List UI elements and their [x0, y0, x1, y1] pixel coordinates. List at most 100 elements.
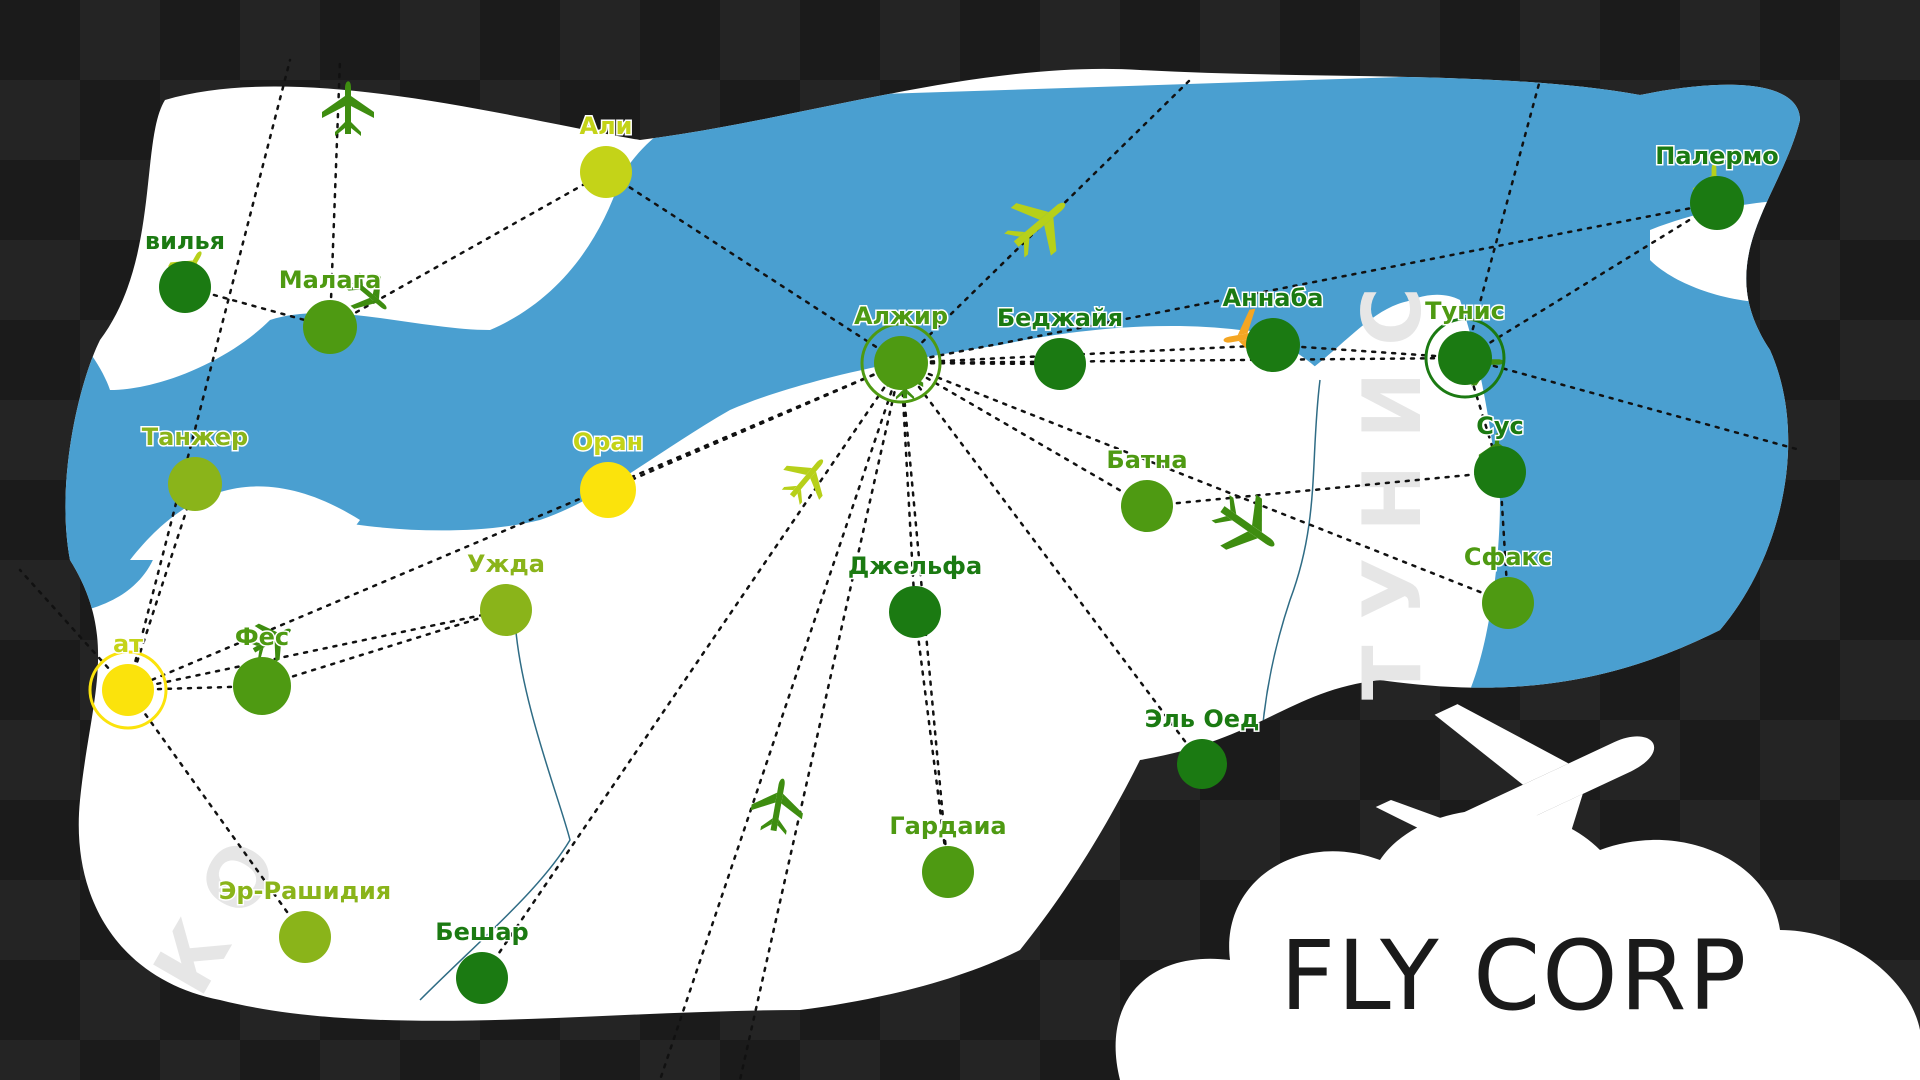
city-djelfa[interactable]: Джельфа [846, 551, 984, 638]
city-marker[interactable] [233, 657, 291, 715]
border-line [1259, 379, 1321, 781]
city-tunis[interactable]: Тунис [1424, 296, 1506, 399]
sea-area [65, 68, 1800, 700]
city-oran[interactable]: Оран [571, 427, 645, 518]
city-batna[interactable]: Батна [1105, 445, 1189, 532]
plane-icon[interactable] [748, 774, 809, 837]
route-line[interactable] [260, 608, 508, 688]
plane-icon[interactable] [1203, 482, 1293, 571]
cloud-shape [1115, 809, 1920, 1080]
route-line[interactable] [899, 361, 1149, 508]
hub-ring [88, 650, 168, 730]
city-bechar[interactable]: Бешар [434, 917, 530, 1004]
city-sousse[interactable]: Сус [1474, 411, 1526, 498]
city-marker[interactable] [1246, 318, 1300, 372]
city-marker[interactable] [874, 336, 928, 390]
city-label: Али [580, 112, 633, 140]
city-label: Сус [1476, 412, 1523, 440]
city-tangier[interactable]: Танжер [140, 422, 250, 511]
plane-icon[interactable] [773, 445, 841, 513]
city-marker[interactable] [168, 457, 222, 511]
city-elOued[interactable]: Эль Оед [1143, 704, 1261, 789]
route-line[interactable] [126, 688, 307, 939]
city-marker[interactable] [580, 462, 636, 518]
city-fes[interactable]: Фес [233, 622, 291, 715]
city-marker[interactable] [1177, 739, 1227, 789]
brand-cloud [1115, 809, 1920, 1080]
route-line[interactable] [899, 361, 1062, 366]
city-label: Танжер [142, 423, 249, 451]
route-line[interactable] [1145, 470, 1502, 508]
route-line[interactable] [899, 343, 1275, 365]
city-algiers[interactable]: Алжир [852, 301, 950, 404]
city-label: Беджайя [997, 304, 1123, 332]
city-label: Аннаба [1223, 284, 1324, 312]
city-ghardaia[interactable]: Гардаиа [888, 811, 1008, 898]
route-line[interactable] [899, 361, 917, 614]
route-line[interactable] [913, 610, 950, 874]
route-line[interactable] [1463, 201, 1719, 360]
route-line[interactable] [126, 361, 903, 692]
city-marker[interactable] [480, 584, 532, 636]
border-line [419, 619, 571, 1001]
route-line[interactable] [899, 201, 1719, 365]
city-label: Джельфа [848, 552, 982, 580]
route-line[interactable] [899, 356, 1467, 365]
route-line[interactable] [126, 58, 292, 692]
city-label: Тунис [1425, 297, 1505, 325]
city-label: Палермо [1655, 142, 1778, 170]
route-line[interactable] [899, 361, 1204, 766]
city-rabat[interactable]: ат [88, 629, 168, 730]
city-label: Эр-Рашидия [219, 877, 391, 905]
city-marker[interactable] [922, 846, 974, 898]
city-marker[interactable] [1474, 446, 1526, 498]
city-palermo[interactable]: Палермо [1654, 141, 1780, 230]
route-line[interactable] [738, 361, 903, 1080]
city-marker[interactable] [159, 261, 211, 313]
route-line[interactable] [1271, 343, 1467, 360]
route-line[interactable] [18, 568, 130, 692]
city-label: Алжир [854, 302, 948, 330]
city-marker[interactable] [1034, 338, 1086, 390]
route-line[interactable] [126, 608, 508, 692]
city-marker[interactable] [456, 952, 508, 1004]
city-marker[interactable] [1690, 176, 1744, 230]
city-oujda[interactable]: Ужда [466, 549, 546, 636]
route-line[interactable] [1463, 356, 1802, 452]
city-marker[interactable] [279, 911, 331, 963]
city-annaba[interactable]: Аннаба [1221, 283, 1325, 372]
route-line[interactable] [126, 482, 197, 692]
city-seville[interactable]: вилья [143, 226, 227, 313]
plane-icon[interactable] [242, 611, 301, 669]
city-alicante[interactable]: Али [578, 111, 634, 198]
city-marker[interactable] [303, 300, 357, 354]
hub-ring [1424, 317, 1506, 399]
city-errachidia[interactable]: Эр-Рашидия [217, 876, 393, 963]
plane-icon[interactable] [994, 179, 1084, 269]
city-marker[interactable] [889, 586, 941, 638]
route-line[interactable] [658, 361, 903, 1080]
city-label: вилья [145, 227, 225, 255]
city-bejaia[interactable]: Беджайя [995, 303, 1125, 390]
route-line[interactable] [899, 361, 1510, 605]
city-marker[interactable] [102, 664, 154, 716]
city-marker[interactable] [580, 146, 632, 198]
route-line[interactable] [480, 361, 903, 980]
city-label: Гардаиа [889, 812, 1006, 840]
city-label: Фес [235, 623, 289, 651]
city-label: Бешар [435, 918, 528, 946]
city-marker[interactable] [1438, 331, 1492, 385]
city-marker[interactable] [1121, 480, 1173, 532]
route-line[interactable] [1463, 78, 1542, 360]
city-sfax[interactable]: Сфакс [1462, 542, 1554, 629]
brand-name: FLY CORP [1280, 920, 1749, 1032]
city-malaga[interactable]: Малага [277, 265, 383, 354]
plane-icon[interactable] [322, 81, 374, 136]
plane-icon[interactable] [339, 265, 399, 325]
city-label: ат [113, 630, 143, 658]
route-line[interactable] [604, 170, 903, 365]
city-marker[interactable] [1482, 577, 1534, 629]
city-label: Эль Оед [1145, 705, 1260, 733]
